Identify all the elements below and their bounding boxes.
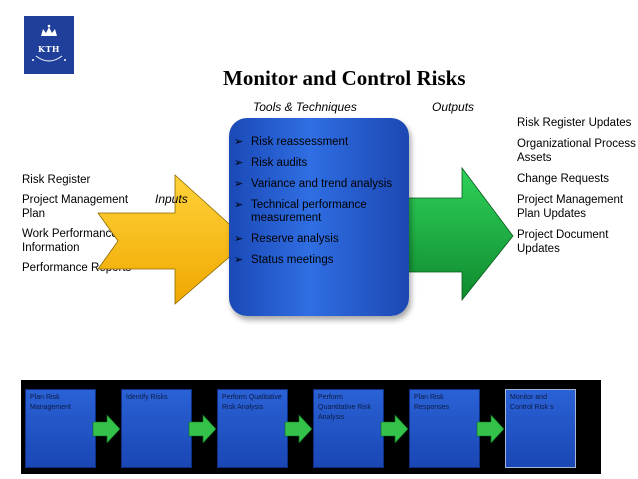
input-arrow	[97, 174, 249, 305]
arrow-bullet-icon: ➢	[234, 157, 244, 169]
output-item: Organizational Process Assets	[517, 138, 636, 164]
process-step: Plan Risk Responses	[409, 389, 480, 468]
arrow-bullet-icon: ➢	[234, 233, 244, 245]
input-item: Risk Register	[22, 174, 91, 186]
tools-list: ➢Risk reassessment ➢Risk audits ➢Varianc…	[234, 136, 414, 275]
kth-logo: KTH	[24, 16, 74, 74]
flow-arrows	[97, 166, 514, 305]
arrow-bullet-icon: ➢	[234, 199, 244, 211]
process-step: Plan Risk Management	[25, 389, 96, 468]
tool-item: ➢Risk reassessment	[234, 136, 349, 148]
output-arrow	[401, 166, 514, 302]
inputs-label: Inputs	[155, 192, 188, 206]
tools-box	[229, 118, 409, 316]
step-arrow	[476, 414, 505, 444]
step-arrow	[188, 414, 217, 444]
tool-item: ➢Variance and trend analysis	[234, 178, 393, 190]
outputs-label: Outputs	[432, 100, 475, 114]
tool-item: ➢Reserve analysis	[234, 233, 339, 245]
output-item: Project Document Updates	[517, 229, 609, 255]
tools-label: Tools & Techniques	[253, 100, 357, 114]
input-item: Project Management Plan	[22, 194, 129, 220]
tool-item: ➢Risk audits	[234, 157, 308, 169]
tool-item: ➢Technical performance measurement	[234, 199, 367, 224]
step-arrow	[92, 414, 121, 444]
output-item: Risk Register Updates	[517, 117, 632, 129]
output-item: Change Requests	[517, 173, 610, 185]
step-arrow	[380, 414, 409, 444]
input-item: Work Performance Information	[22, 228, 118, 254]
step-arrow	[284, 414, 313, 444]
page-title: Monitor and Control Risks	[223, 66, 466, 90]
arrow-bullet-icon: ➢	[234, 254, 244, 266]
tool-item: ➢Status meetings	[234, 254, 334, 266]
inputs-list: Risk Register Project Management Plan Wo…	[22, 173, 144, 281]
output-item: Project Management Plan Updates	[517, 194, 624, 220]
crown-icon	[32, 24, 66, 62]
arrow-bullet-icon: ➢	[234, 178, 244, 190]
logo-text: KTH	[38, 44, 60, 54]
outputs-list: Risk Register Updates Organizational Pro…	[517, 116, 637, 263]
arrow-bullet-icon: ➢	[234, 136, 244, 148]
process-step-active: Monitor and Control Risk s	[505, 389, 576, 468]
